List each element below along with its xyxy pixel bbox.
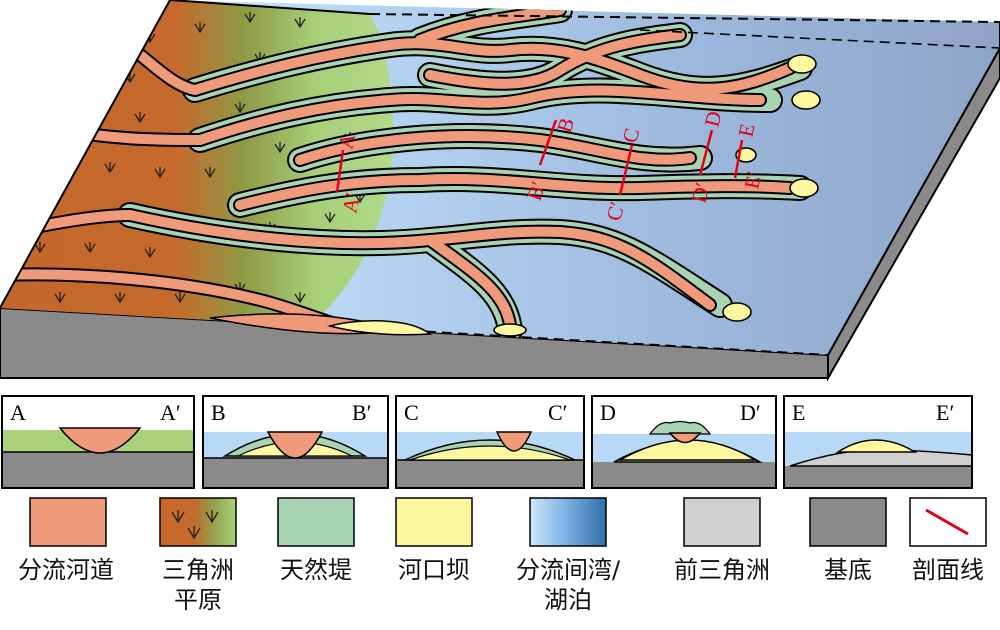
section-b: B B′ — [202, 395, 389, 489]
legend-label-basement: 基底 — [824, 556, 872, 584]
section-line-icon — [925, 508, 969, 536]
section-c-left-label: C — [404, 400, 419, 425]
grass-symbol — [54, 172, 66, 184]
legend-swatch-basement — [809, 497, 887, 547]
grass-symbol — [274, 142, 286, 154]
grass-symbol — [84, 242, 96, 254]
map-label-e: E — [733, 122, 759, 140]
map-label-a-prime: A′ — [337, 191, 365, 215]
grass-symbol — [104, 162, 116, 174]
section-e-right-label: E′ — [936, 400, 954, 425]
block-front-edge — [827, 47, 1000, 356]
grass-symbol — [294, 17, 306, 29]
legend-swatch-bay — [529, 497, 607, 547]
block-top-outline — [0, 0, 371, 309]
legend-label-mouth-bar: 河口坝 — [398, 556, 470, 584]
section-a-right-label: A′ — [160, 400, 181, 425]
mouth-bars — [493, 54, 821, 337]
map-label-c-prime: C′ — [602, 199, 630, 223]
legend-label-levee: 天然堤 — [280, 556, 352, 584]
grass-symbol — [34, 242, 46, 254]
legend-swatch-mouth-bar — [395, 497, 473, 547]
section-d-right-label: D′ — [740, 400, 761, 425]
section-c-right-label: C′ — [548, 400, 568, 425]
section-d: D D′ — [591, 395, 777, 489]
section-d-left-label: D — [600, 400, 616, 425]
grass-symbol — [54, 292, 66, 304]
map-label-c: C — [618, 126, 645, 145]
section-a: A A′ — [1, 395, 195, 489]
legend-swatch-prodelta — [683, 497, 761, 547]
section-b-left-label: B — [211, 400, 226, 425]
grass-symbol — [134, 112, 146, 124]
grass-symbol — [204, 167, 216, 179]
grass-symbol — [144, 247, 156, 259]
grass-symbol — [84, 102, 96, 114]
grass-symbol — [174, 292, 186, 304]
map-label-e-prime: E′ — [739, 169, 766, 191]
legend-plain-grass — [171, 510, 219, 540]
legend-label-prodelta: 前三角洲 — [674, 556, 770, 584]
map-section-labels: A A′ B B′ C C′ D D′ E E′ — [333, 109, 766, 224]
grass-symbol — [234, 102, 246, 114]
legend-swatch-delta-plain — [159, 497, 237, 547]
map-label-d: D — [700, 109, 727, 130]
legend-label-channel: 分流河道 — [18, 556, 114, 584]
grass-symbol — [154, 167, 166, 179]
legend-swatch-channel — [29, 497, 107, 547]
distributary-channels — [0, 3, 797, 337]
legend-label-section-line: 剖面线 — [912, 556, 984, 584]
block-diagram — [0, 0, 1000, 382]
cross-sections: A A′ B B′ C C′ — [1, 395, 973, 489]
grass-symbol — [244, 12, 256, 24]
legend-swatches — [29, 497, 987, 547]
front-face-sand-bump — [327, 320, 432, 336]
section-e-left-label: E — [792, 400, 805, 425]
section-e: E E′ — [783, 395, 973, 489]
grass-symbol — [114, 292, 126, 304]
grass-symbol — [294, 292, 306, 304]
legend-label-bay: 分流间湾/ 湖泊 — [515, 556, 621, 614]
dashed-water-outline — [369, 13, 1000, 48]
section-a-left-label: A — [10, 400, 26, 425]
map-label-a: A — [333, 130, 360, 151]
grass-symbol — [194, 22, 206, 34]
legend-swatch-levee — [277, 497, 355, 547]
map-section-lines — [335, 119, 744, 196]
legend-label-delta-plain: 三角洲 平原 — [162, 556, 234, 614]
dashed-water-inner — [639, 29, 1000, 49]
grass-symbol — [324, 212, 336, 224]
section-c: C C′ — [395, 395, 585, 489]
section-b-right-label: B′ — [352, 400, 372, 425]
